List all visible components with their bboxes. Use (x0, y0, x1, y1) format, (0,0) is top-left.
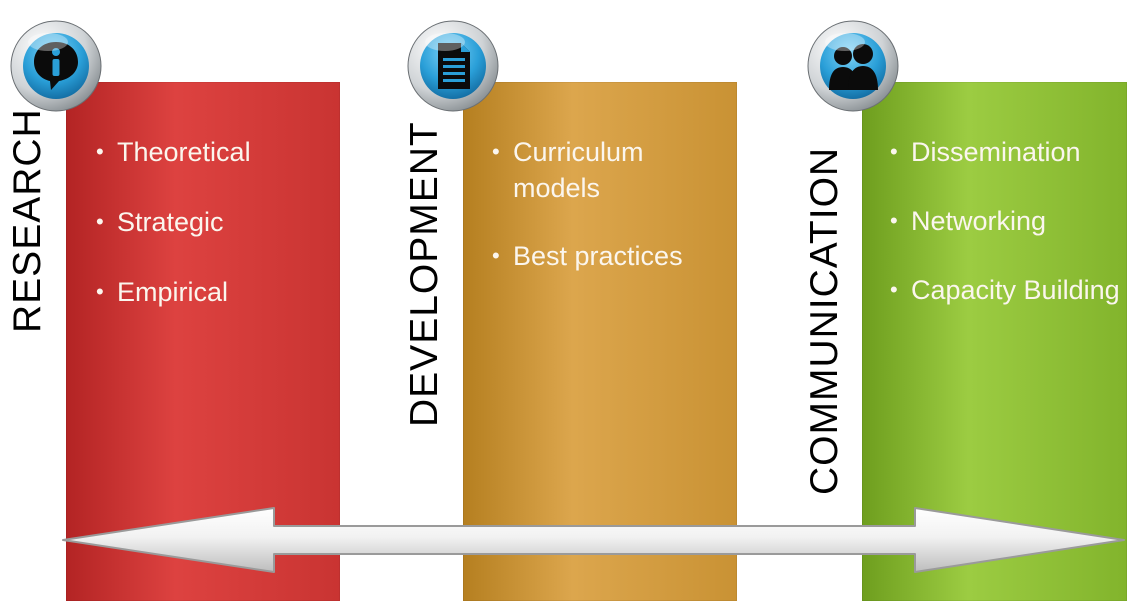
research-bullet-item: Empirical (96, 274, 336, 310)
communication-bullet-list: Dissemination Networking Capacity Buildi… (890, 134, 1120, 341)
double-headed-arrow (62, 507, 1125, 573)
development-bullet-item: Curriculum models (492, 134, 732, 206)
communication-bullet-item: Networking (890, 203, 1120, 239)
communication-bullet-item: Capacity Building (890, 272, 1120, 308)
research-label: RESEARCH (6, 108, 49, 333)
info-icon (10, 20, 102, 112)
research-bullet-list: Theoretical Strategic Empirical (96, 134, 336, 344)
people-icon (807, 20, 899, 112)
development-bullet-list: Curriculum models Best practices (492, 134, 732, 306)
research-bullet-item: Strategic (96, 204, 336, 240)
document-icon (407, 20, 499, 112)
communication-bullet-item: Dissemination (890, 134, 1120, 170)
development-bullet-item: Best practices (492, 238, 732, 274)
communication-label: COMMUNICATION (803, 146, 846, 495)
development-label: DEVELOPMENT (403, 121, 446, 427)
research-bullet-item: Theoretical (96, 134, 336, 170)
